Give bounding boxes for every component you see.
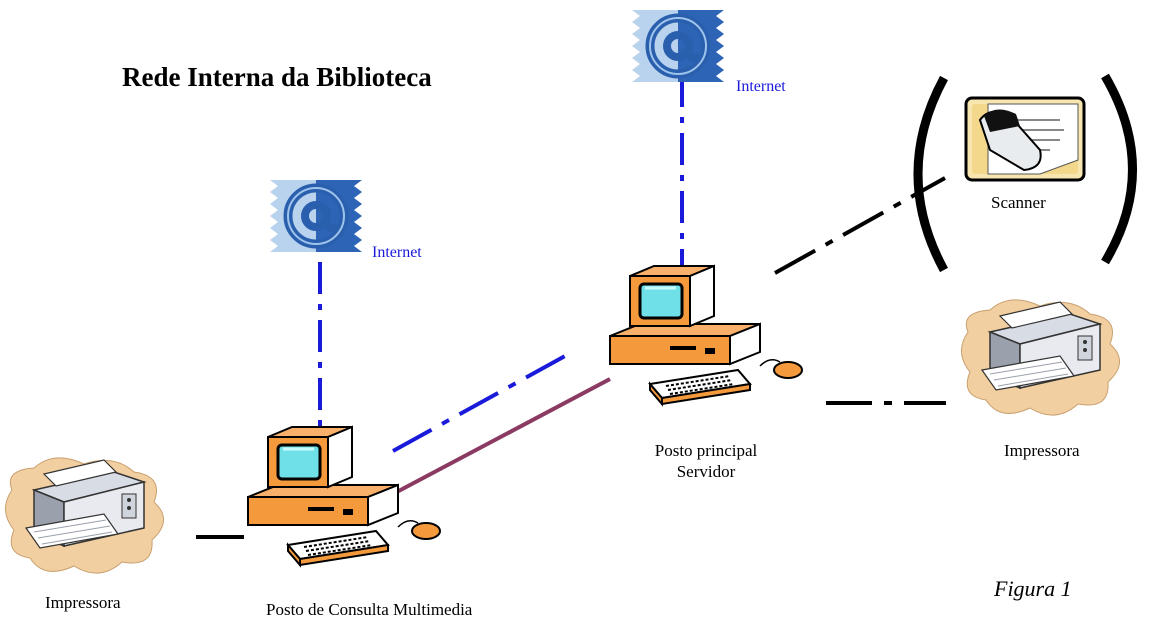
internet-label-left: Internet: [372, 244, 422, 261]
left-parenthesis: [913, 75, 948, 273]
lan-link: [392, 377, 611, 496]
multimedia-station-label: Posto de Consulta Multimedia: [266, 600, 473, 619]
desktop-computer-icon: [246, 425, 442, 567]
diagram-title: Rede Interna da Biblioteca: [122, 62, 432, 92]
desktop-computer-icon: [608, 264, 804, 406]
scanner-group: [913, 73, 1137, 273]
internet-label-top: Internet: [736, 78, 786, 95]
at-sign-internet-icon: [632, 10, 724, 82]
scanner-icon: [964, 96, 1086, 182]
printer-right-label: Impressora: [1004, 441, 1080, 460]
scanner-label: Scanner: [991, 193, 1046, 212]
internet-link-between-stations: [392, 354, 566, 453]
right-parenthesis: [1101, 73, 1137, 265]
printer-icon: [4, 457, 165, 574]
at-sign-internet-icon: [270, 180, 362, 252]
figure-caption: Figura 1: [994, 576, 1072, 601]
server-label-line1: Posto principal: [654, 441, 758, 460]
server-label-line2: Servidor: [676, 462, 736, 481]
printer-left-label: Impressora: [45, 593, 121, 612]
printer-icon: [960, 299, 1121, 416]
